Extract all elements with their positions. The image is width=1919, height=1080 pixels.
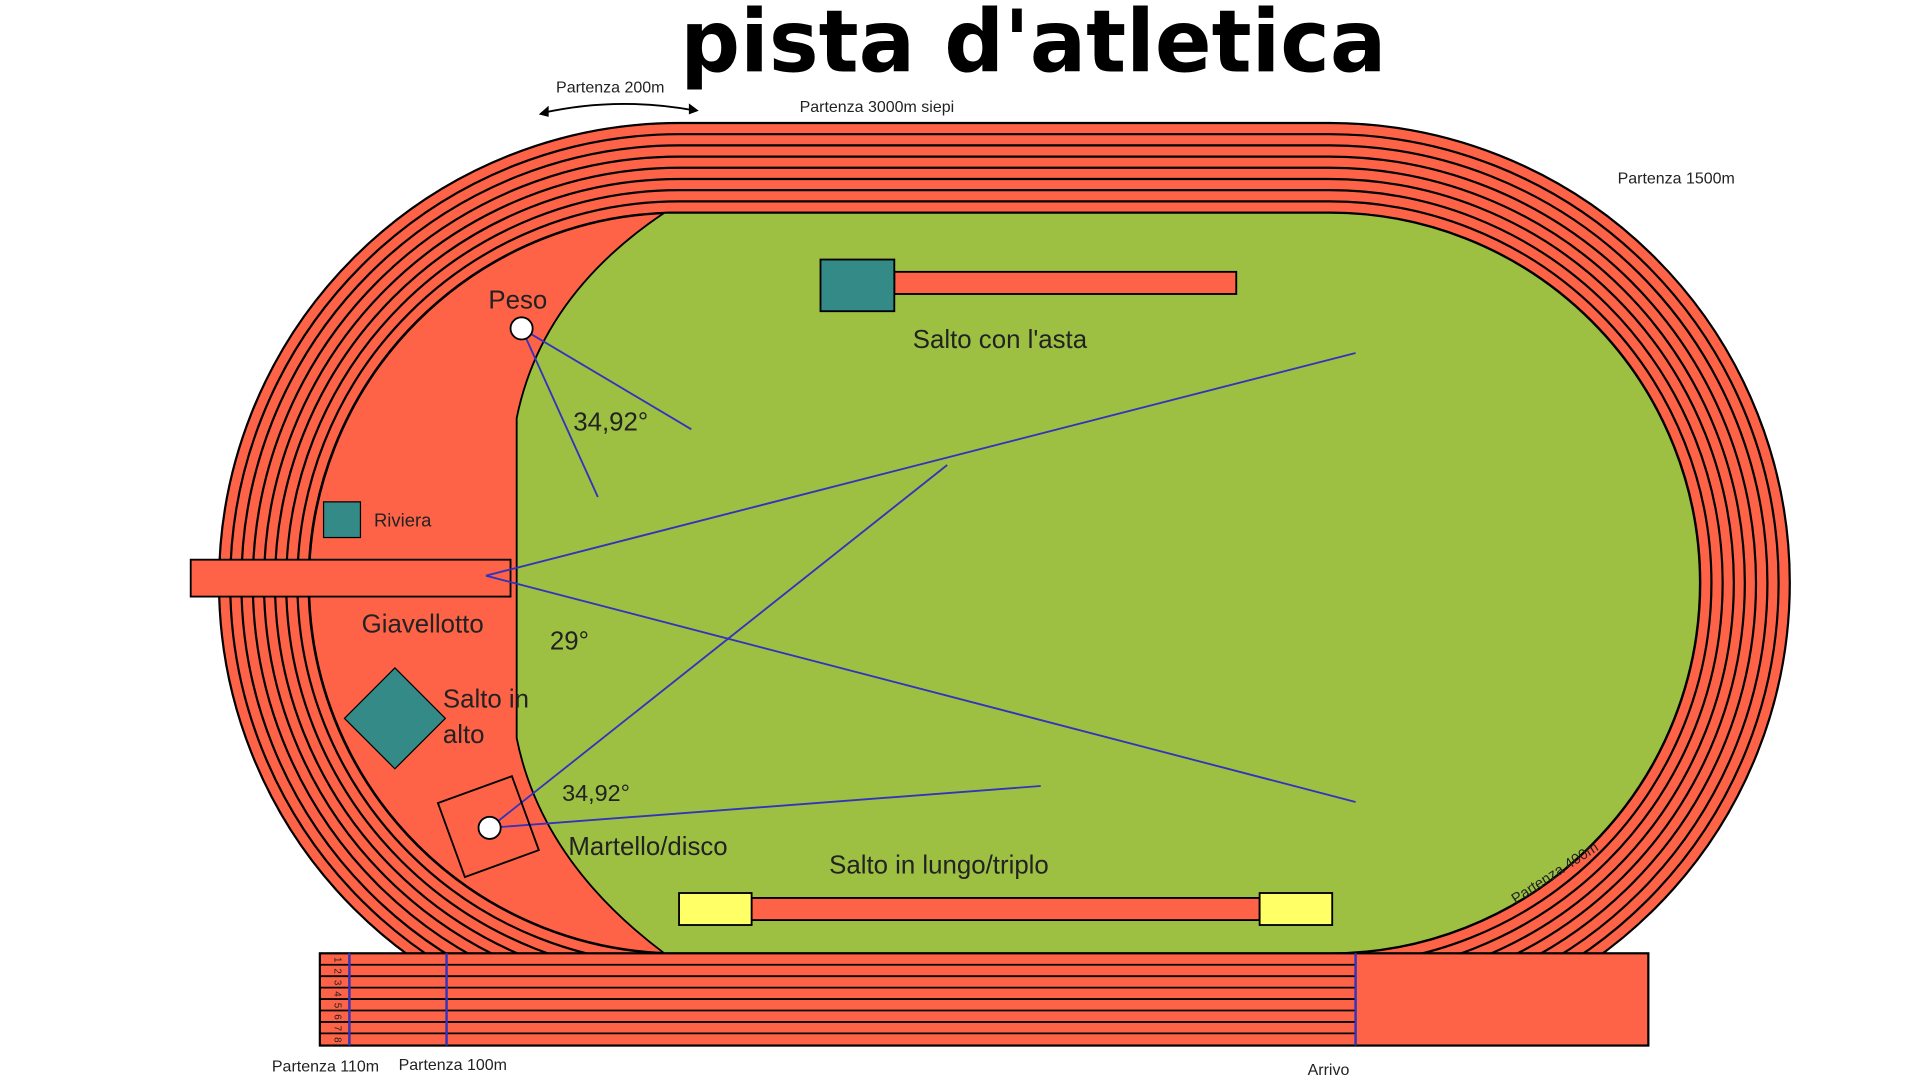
label-pole-vault: Salto con l'asta (913, 326, 1088, 354)
label-start-1500m: Partenza 1500m (1618, 170, 1735, 187)
label-start-100m: Partenza 100m (399, 1057, 507, 1074)
label-shot-angle: 34,92° (573, 409, 648, 437)
lane-number: 1 (332, 957, 343, 962)
high-jump-area (343, 667, 447, 770)
hammer-circle (477, 815, 502, 840)
label-water-jump: Riviera (374, 509, 432, 530)
label-hammer-angle: 34,92° (562, 780, 630, 806)
infield-grass (515, 211, 1701, 955)
label-javelin-angle: 29° (550, 627, 589, 655)
hammer-cage (436, 774, 541, 879)
lane-number: 6 (332, 1014, 343, 1020)
lane-number: 8 (332, 1037, 343, 1043)
straight-extension (318, 952, 1650, 1047)
label-javelin: Giavellotto (362, 610, 484, 638)
label-start-200m: Partenza 200m (556, 79, 664, 96)
pole-vault-landing (819, 258, 896, 313)
lane-number: 5 (332, 1003, 343, 1009)
page-title: pista d'atletica (680, 0, 1386, 92)
lane-number: 2 (332, 968, 343, 973)
long-jump-pit-right (1258, 892, 1334, 926)
label-finish: Arrivo (1308, 1062, 1350, 1079)
label-start-110m: Partenza 110m (272, 1058, 379, 1075)
label-high-jump-2: alto (443, 721, 485, 749)
water-jump (322, 501, 362, 539)
label-high-jump-1: Salto in (443, 685, 529, 713)
start-200m-arrow (541, 102, 697, 115)
arrowheads (538, 103, 699, 117)
long-jump-runway (750, 897, 1261, 922)
pole-vault-runway (893, 270, 1238, 295)
javelin-runway (189, 558, 512, 598)
label-start-3000m-steeple: Partenza 3000m siepi (800, 99, 955, 116)
label-hammer-discus: Martello/disco (568, 833, 727, 861)
shot-put-circle (509, 316, 534, 341)
lane-numbers: 1 2 3 4 5 6 7 8 (332, 957, 343, 1043)
label-shot-put: Peso (488, 287, 547, 315)
lane-number: 4 (332, 991, 343, 997)
lane-number: 7 (332, 1026, 343, 1031)
long-jump-pit-left (678, 892, 753, 926)
sector-lines (485, 327, 1356, 829)
lane-number: 3 (332, 980, 343, 986)
label-long-triple-jump: Salto in lungo/triplo (829, 851, 1049, 879)
